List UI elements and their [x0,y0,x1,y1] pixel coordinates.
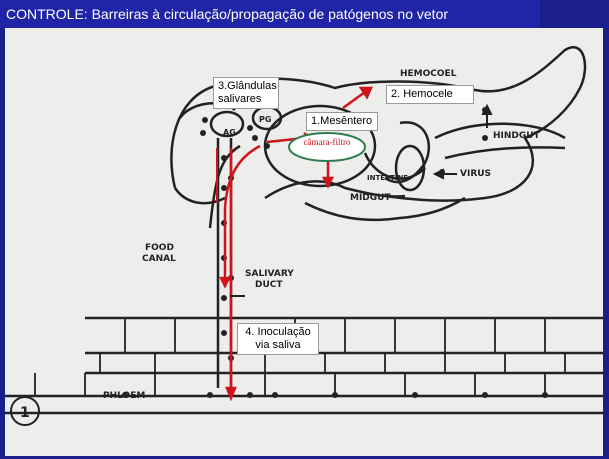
label-pg: PG [259,115,271,124]
slide-title: CONTROLE: Barreiras à circulação/propaga… [0,0,540,28]
label-canal: CANAL [142,254,176,264]
camara-filtro-label: câmara-filtro [304,137,351,147]
label-ag: AG [223,128,236,137]
label-midgut: MIDGUT [350,193,391,203]
label-glandulas-salivares: 3.Glândulas salivares [213,77,279,109]
label-hemocele: 2. Hemocele [386,85,474,104]
label-hindgut: HINDGUT [493,131,541,141]
label-food: FOOD [145,243,174,253]
label-mesentero: 1.Mesêntero [306,112,378,131]
label-duct-text: DUCT [255,280,283,290]
label-inoculacao: 4. Inoculação via saliva [237,323,319,355]
label-virus: VIRUS [460,169,491,179]
label-hemocoel: HEMOCOEL [400,69,457,79]
insect-outline [5,47,603,413]
vector-diagram: HEMOCOEL AG PG HINDGUT INTESTINE VIRUS M… [5,28,603,456]
diagram-drawing: HEMOCOEL AG PG HINDGUT INTESTINE VIRUS M… [5,28,603,456]
label-plate-number: 1 [20,405,30,421]
label-salivary: SALIVARY [245,269,294,279]
camara-filtro-line: câmara-filtro [304,137,351,147]
label-intestine: INTESTINE [367,174,408,182]
label-phloem: PHLOEM [103,391,145,401]
